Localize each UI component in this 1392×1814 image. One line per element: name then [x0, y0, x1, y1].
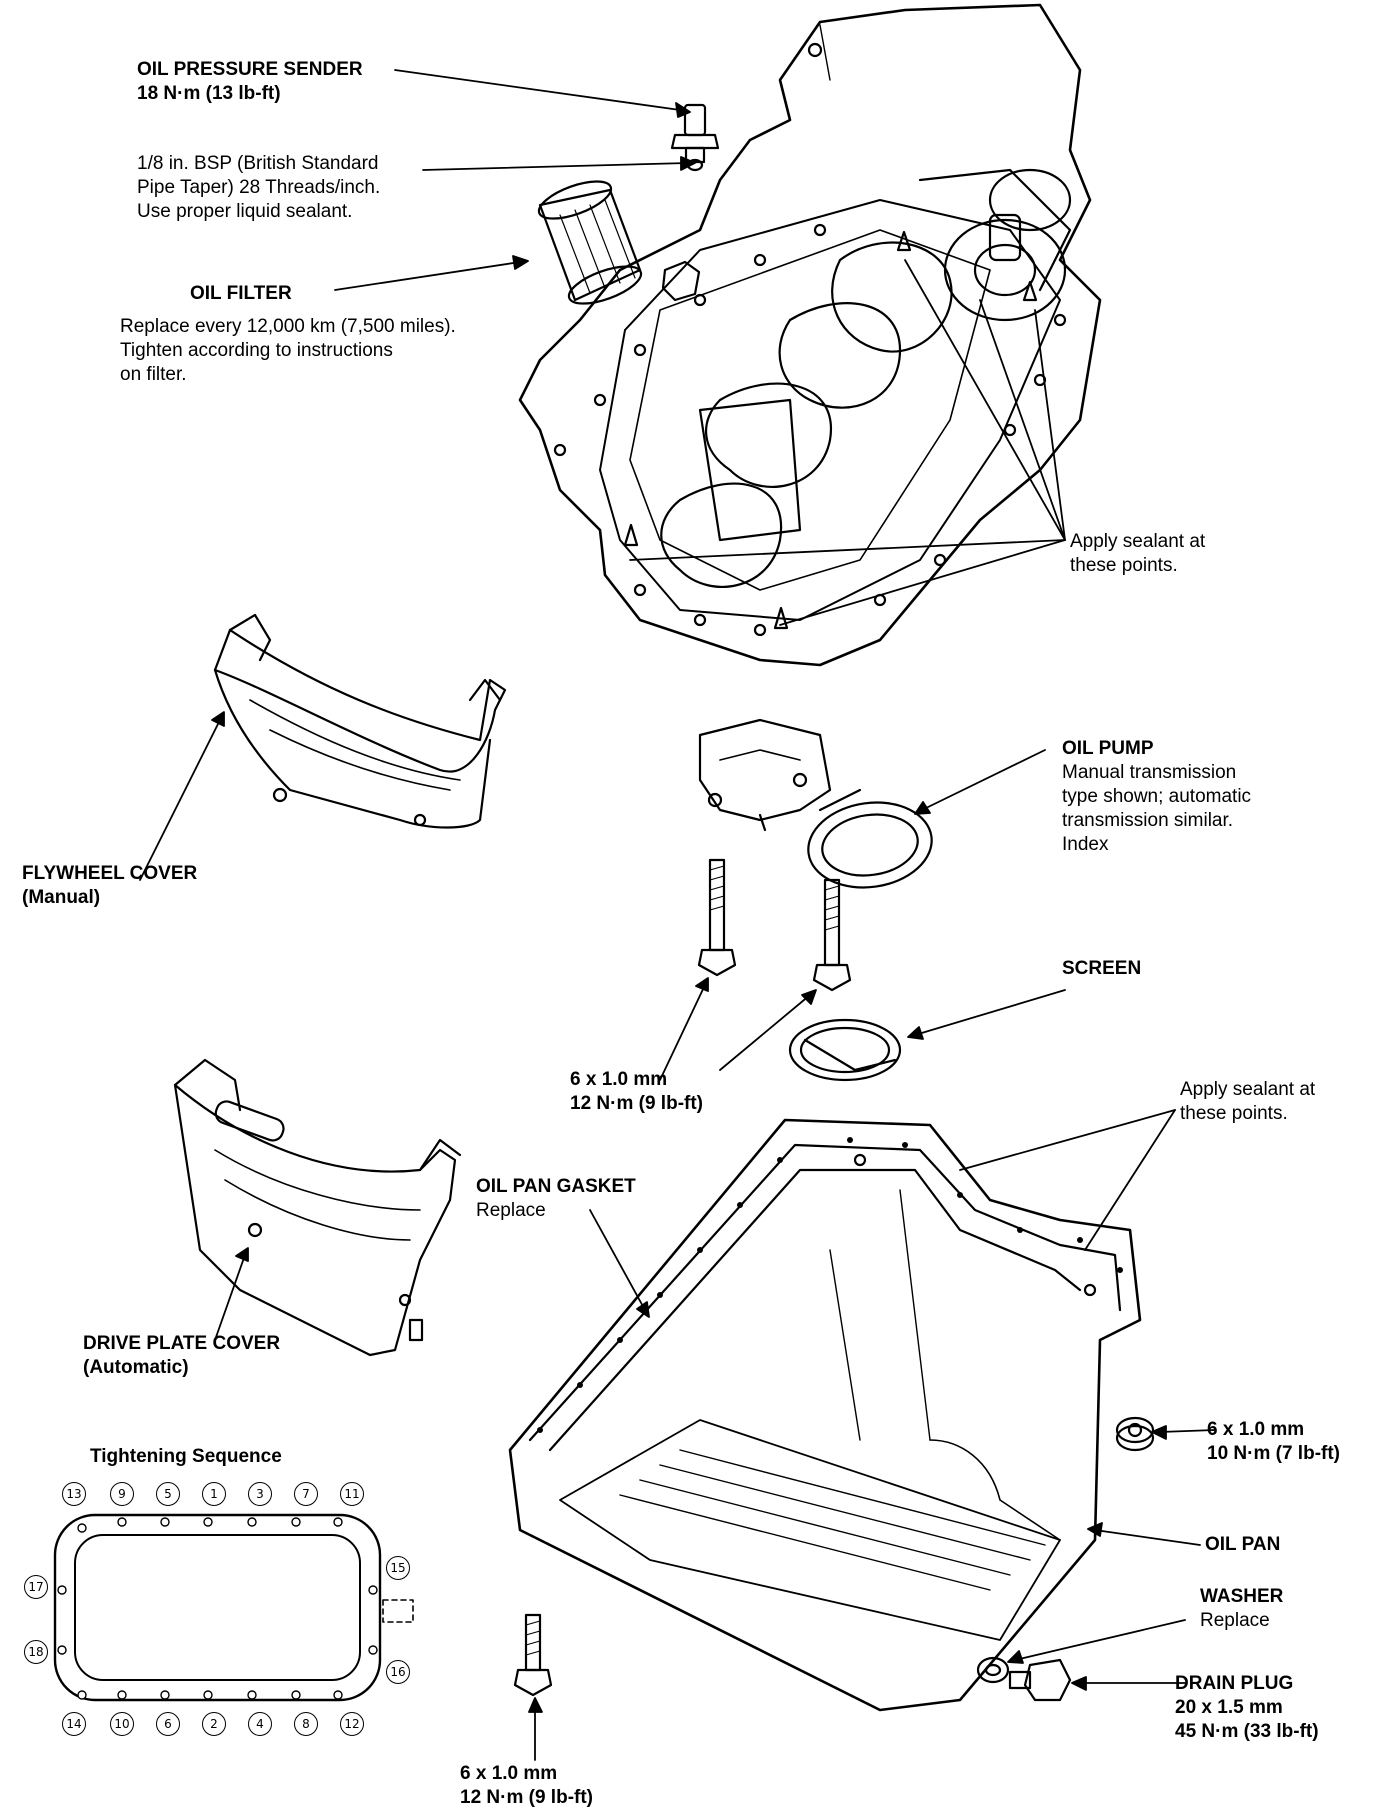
- sequence-number: 10: [110, 1712, 134, 1736]
- pump-bolts: [697, 858, 852, 992]
- sequence-number: 4: [248, 1712, 272, 1736]
- sequence-number: 17: [24, 1575, 48, 1599]
- pan-nut-size: 6 x 1.0 mm: [1207, 1419, 1305, 1440]
- pan-bolt-torque: 12 N·m (9 lb-ft): [460, 1787, 593, 1808]
- oil-pan: [508, 1118, 1142, 1712]
- bsp-note-line3: Use proper liquid sealant.: [137, 201, 353, 222]
- oil-screen: [788, 1018, 902, 1082]
- drive-plate-cover: [173, 1058, 462, 1357]
- oil-pump-note-line2: type shown; automatic: [1062, 786, 1252, 807]
- oil-pump-note-line1: Manual transmission: [1062, 762, 1237, 783]
- washer: [976, 1656, 1010, 1684]
- sequence-number: 1: [202, 1482, 226, 1506]
- sequence-number: 12: [340, 1712, 364, 1736]
- sealant-top-line2: these points.: [1070, 555, 1178, 576]
- oil-filter: [537, 180, 643, 305]
- sequence-number: 3: [248, 1482, 272, 1506]
- pump-bolt-size: 6 x 1.0 mm: [570, 1069, 668, 1090]
- leader-lines: [139, 69, 1216, 1761]
- flywheel-cover-label: FLYWHEEL COVER: [22, 863, 198, 884]
- screen-label: SCREEN: [1062, 958, 1142, 979]
- oil-pan-label: OIL PAN: [1205, 1534, 1281, 1555]
- oil-pressure-sender-label: OIL PRESSURE SENDER: [137, 59, 363, 80]
- drive-plate-cover-label: DRIVE PLATE COVER: [83, 1333, 281, 1354]
- sequence-number: 8: [294, 1712, 318, 1736]
- flywheel-cover-sub: (Manual): [22, 887, 101, 908]
- washer-sub: Replace: [1200, 1610, 1270, 1631]
- pan-bolt: [513, 1613, 553, 1697]
- bsp-note-line1: 1/8 in. BSP (British Standard: [137, 153, 379, 174]
- sequence-number: 13: [62, 1482, 86, 1506]
- sequence-number: 14: [62, 1712, 86, 1736]
- tightening-sequence-gasket: [53, 1513, 414, 1702]
- drive-plate-cover-sub: (Automatic): [83, 1357, 189, 1378]
- sequence-number: 16: [386, 1660, 410, 1684]
- sequence-number: 7: [294, 1482, 318, 1506]
- oil-pump-note-line3: transmission similar.: [1062, 810, 1234, 831]
- sequence-number: 18: [24, 1640, 48, 1664]
- bsp-note-line2: Pipe Taper) 28 Threads/inch.: [137, 177, 381, 198]
- drain-plug-torque: 45 N·m (33 lb-ft): [1175, 1721, 1319, 1742]
- oil-pan-gasket-label: OIL PAN GASKET: [476, 1176, 636, 1197]
- pan-nut: [1115, 1416, 1155, 1452]
- oil-pump-note-line4: Index: [1062, 834, 1109, 855]
- tightening-sequence-title: Tightening Sequence: [90, 1446, 282, 1467]
- sequence-number: 6: [156, 1712, 180, 1736]
- pan-bolt-size: 6 x 1.0 mm: [460, 1763, 558, 1784]
- oil-pressure-sender-torque: 18 N·m (13 lb-ft): [137, 83, 281, 104]
- sequence-number: 2: [202, 1712, 226, 1736]
- sequence-number: 11: [340, 1482, 364, 1506]
- oil-pump: [698, 718, 933, 889]
- oil-pump-label: OIL PUMP: [1062, 738, 1154, 759]
- sequence-number: 9: [110, 1482, 134, 1506]
- drain-plug: [1008, 1658, 1072, 1702]
- oil-pan-gasket-sub: Replace: [476, 1200, 546, 1221]
- sequence-number: 5: [156, 1482, 180, 1506]
- washer-label: WASHER: [1200, 1586, 1284, 1607]
- oil-filter-note-line1: Replace every 12,000 km (7,500 miles).: [120, 316, 456, 337]
- oil-filter-note-line3: on filter.: [120, 364, 187, 385]
- engine-block: [518, 3, 1102, 667]
- sealant-pan-line1: Apply sealant at: [1180, 1079, 1316, 1100]
- flywheel-cover: [213, 613, 507, 829]
- drain-plug-label: DRAIN PLUG: [1175, 1673, 1294, 1694]
- oil-filter-label: OIL FILTER: [190, 283, 292, 304]
- sealant-pan-line2: these points.: [1180, 1103, 1288, 1124]
- sealant-top-line1: Apply sealant at: [1070, 531, 1206, 552]
- pump-bolt-torque: 12 N·m (9 lb-ft): [570, 1093, 703, 1114]
- sequence-number: 15: [386, 1556, 410, 1580]
- drain-plug-size: 20 x 1.5 mm: [1175, 1697, 1283, 1718]
- pan-nut-torque: 10 N·m (7 lb-ft): [1207, 1443, 1340, 1464]
- oil-pressure-sender: [670, 103, 720, 172]
- oil-filter-note-line2: Tighten according to instructions: [120, 340, 393, 361]
